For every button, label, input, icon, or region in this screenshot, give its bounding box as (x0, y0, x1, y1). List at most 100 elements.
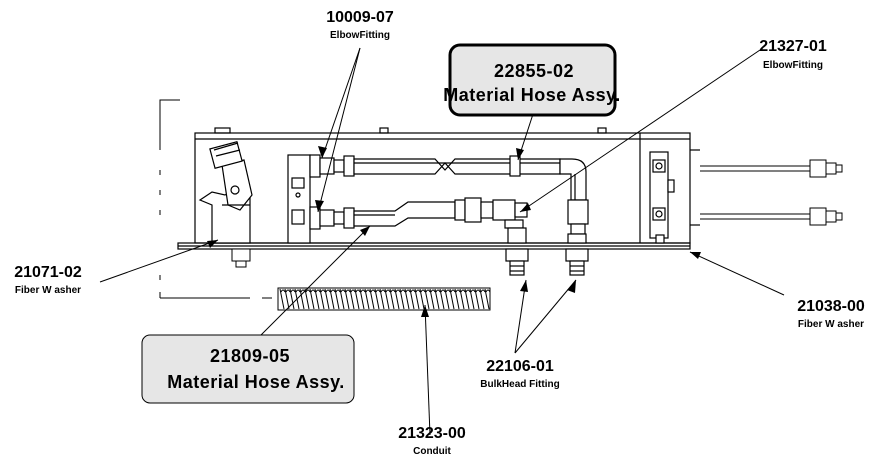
lower-elbow-fitting (309, 206, 345, 230)
left-bottom-nut (231, 248, 251, 268)
leader-lines (99, 47, 785, 436)
bulkhead-fitting-right (565, 233, 589, 276)
conduit-coil (349, 288, 355, 310)
conduit-coil (344, 288, 350, 310)
conduit-coil-top (400, 289, 406, 293)
conduit-part-number: 21323-00 (398, 425, 466, 442)
hose-top-description: Material Hose Assy. (443, 85, 621, 105)
conduit-coil (289, 288, 295, 310)
conduit-coil (434, 288, 440, 310)
washer-right-part-number: 21038-00 (797, 298, 865, 315)
right-elbow-fitting (492, 199, 528, 229)
conduit-coil-top (410, 289, 416, 293)
conduit-coil (389, 288, 395, 310)
conduit-coil (424, 288, 430, 310)
conduit-coil (409, 288, 415, 310)
conduit-coil (319, 288, 325, 310)
washer-left-description: Fiber W asher (15, 285, 81, 296)
conduit-coil-top (285, 289, 291, 293)
conduit-coil (374, 288, 380, 310)
conduit-coil (384, 288, 390, 310)
conduit-coil (469, 288, 475, 310)
conduit-coil-top (450, 289, 456, 293)
conduit-coil-top (315, 289, 321, 293)
elbow-right-part-number: 21327-01 (759, 38, 827, 55)
conduit-coil-top (310, 289, 316, 293)
conduit-coil-top (430, 289, 436, 293)
conduit-coil-top (320, 289, 326, 293)
conduit-coil-top (460, 289, 466, 293)
conduit-coil (324, 288, 330, 310)
conduit-coil-top (385, 289, 391, 293)
conduit-coil (464, 288, 470, 310)
conduit-coil-top (425, 289, 431, 293)
conduit-coil (314, 288, 320, 310)
conduit-coil (359, 288, 365, 310)
conduit-coil (459, 288, 465, 310)
conduit-coil (404, 288, 410, 310)
conduit-coil (394, 288, 400, 310)
bulkhead-part-number: 22106-01 (486, 358, 554, 375)
conduit-coil-top (405, 289, 411, 293)
conduit-coil (304, 288, 310, 310)
conduit-coil-top (325, 289, 331, 293)
arrowheads (207, 146, 701, 317)
conduit-coil-top (335, 289, 341, 293)
hose-bottom-callout-box (141, 334, 355, 404)
elbow-right-description: ElbowFitting (763, 60, 823, 71)
base-plate (177, 242, 691, 250)
conduit-coil (479, 288, 485, 310)
conduit-coil (364, 288, 370, 310)
conduit-coil-top (370, 289, 376, 293)
bulkhead-fitting-left (505, 227, 529, 276)
conduit-coil (484, 288, 490, 310)
conduit-coil (284, 288, 290, 310)
conduit-coil-top (420, 289, 426, 293)
conduit-coil-top (440, 289, 446, 293)
hose-top-callout-box (448, 43, 617, 117)
conduit-coil-top (305, 289, 311, 293)
conduit-coil (474, 288, 480, 310)
conduit-coil-top (330, 289, 336, 293)
conduit-coil-top (465, 289, 471, 293)
hose-top-part-number: 22855-02 (494, 61, 574, 81)
conduit-coil (329, 288, 335, 310)
conduit-coil-top (355, 289, 361, 293)
lower-hose (343, 197, 494, 229)
left-bracket-outline (159, 99, 272, 299)
conduit-coil-top (395, 289, 401, 293)
conduit-coil-top (280, 289, 286, 293)
conduit-coil (419, 288, 425, 310)
left-swivel-fitting (198, 140, 253, 244)
conduit-coil (309, 288, 315, 310)
conduit-coil-top (345, 289, 351, 293)
conduit-coil (279, 288, 285, 310)
conduit-coil (444, 288, 450, 310)
conduit-coil-top (470, 289, 476, 293)
conduit-coil-top (375, 289, 381, 293)
washer-right-description: Fiber W asher (798, 319, 864, 330)
conduit-coil-top (380, 289, 386, 293)
conduit-coil (439, 288, 445, 310)
elbow-top-part-number: 10009-07 (326, 9, 394, 26)
conduit-coil (454, 288, 460, 310)
conduit (277, 287, 491, 311)
manifold-block (287, 154, 311, 244)
conduit-coil (379, 288, 385, 310)
conduit-coil (429, 288, 435, 310)
right-cables (700, 159, 843, 226)
conduit-coil-top (390, 289, 396, 293)
upper-elbow-fitting (309, 154, 345, 178)
conduit-coil-top (435, 289, 441, 293)
conduit-coil (369, 288, 375, 310)
conduit-coil-top (365, 289, 371, 293)
conduit-coil (299, 288, 305, 310)
conduit-coil (399, 288, 405, 310)
conduit-coil-top (340, 289, 346, 293)
conduit-coil (414, 288, 420, 310)
elbow-top-description: ElbowFitting (330, 30, 390, 41)
conduit-coil-top (360, 289, 366, 293)
hose-bottom-description: Material Hose Assy. (167, 372, 345, 392)
conduit-coil (339, 288, 345, 310)
